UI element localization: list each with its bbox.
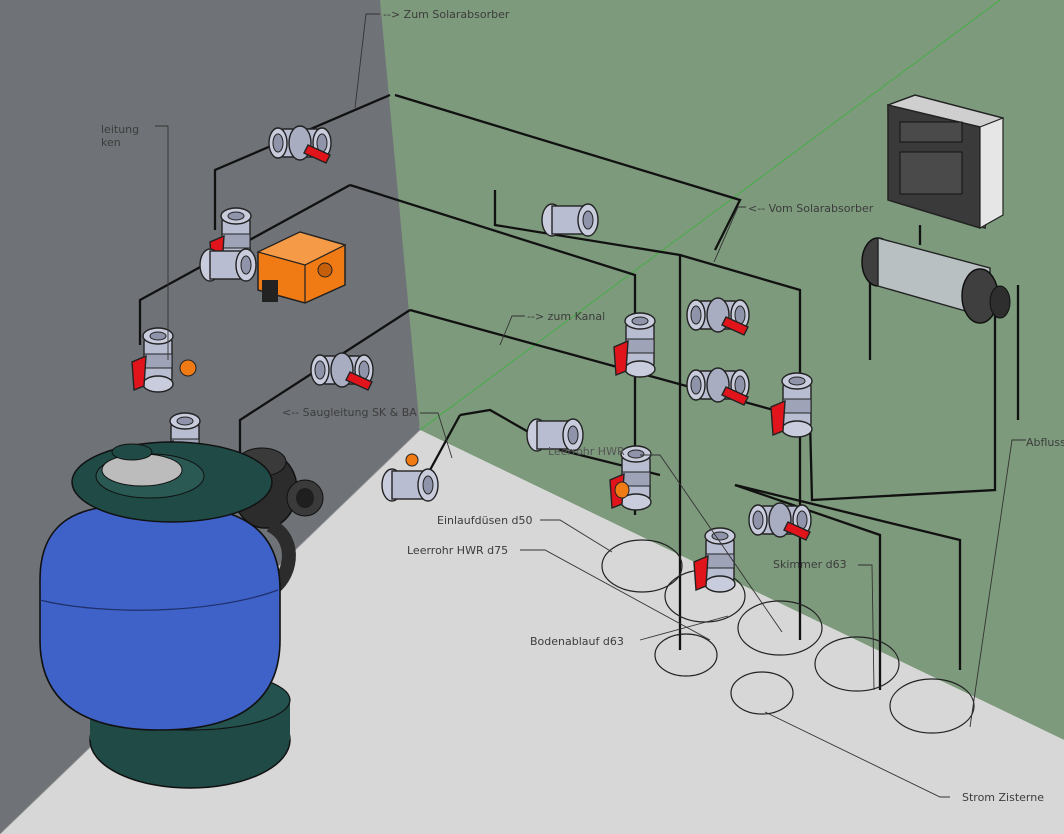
label-leitung: leitung [101, 123, 139, 136]
label-vom-solarabsorber: <-- Vom Solarabsorber [748, 202, 874, 215]
outlet-leerrohr [737, 600, 823, 656]
valve-actuator-icon [256, 231, 347, 304]
label-saugleitung: <-- Saugleitung SK & BA [282, 406, 417, 419]
label-einlaufduesen: Einlaufdüsen d50 [437, 514, 533, 527]
outlet-bodenablauf [654, 633, 718, 677]
sand-filter-icon [39, 441, 291, 789]
label-strom-zisterne: Strom Zisterne [962, 791, 1044, 804]
union-fitting-icon [541, 203, 599, 237]
outlet-strom [730, 671, 794, 715]
ball-valve-icon [268, 125, 332, 164]
flow-meter-icon [861, 237, 1011, 324]
control-box-icon [887, 94, 1004, 230]
outlet-skimmer [814, 636, 900, 692]
label-abfluss: Abfluss [1026, 436, 1064, 449]
outlet-einlauf-1 [601, 539, 683, 593]
outlet-abfluss [889, 678, 975, 734]
label-bodenablauf: Bodenablauf d63 [530, 635, 624, 648]
floor-outlets [601, 539, 975, 734]
label-zum-solarabsorber: --> Zum Solarabsorber [383, 8, 510, 21]
label-zum-kanal: --> zum Kanal [527, 310, 605, 323]
label-leerrohr-hwr: Leerrohr HWR d75 [407, 544, 508, 557]
ball-valve-icon [310, 352, 374, 391]
ball-valve-icon [686, 367, 750, 406]
union-fitting-icon [381, 468, 439, 502]
label-leerrohr-small: Leerrohr HWR [548, 445, 625, 458]
ball-valve-icon [748, 502, 812, 541]
ball-valve-icon [686, 297, 750, 336]
union-fitting-icon [199, 248, 257, 282]
label-leitung-sub: ken [101, 136, 121, 149]
leader-lines [155, 13, 1026, 798]
label-skimmer: Skimmer d63 [773, 558, 847, 571]
